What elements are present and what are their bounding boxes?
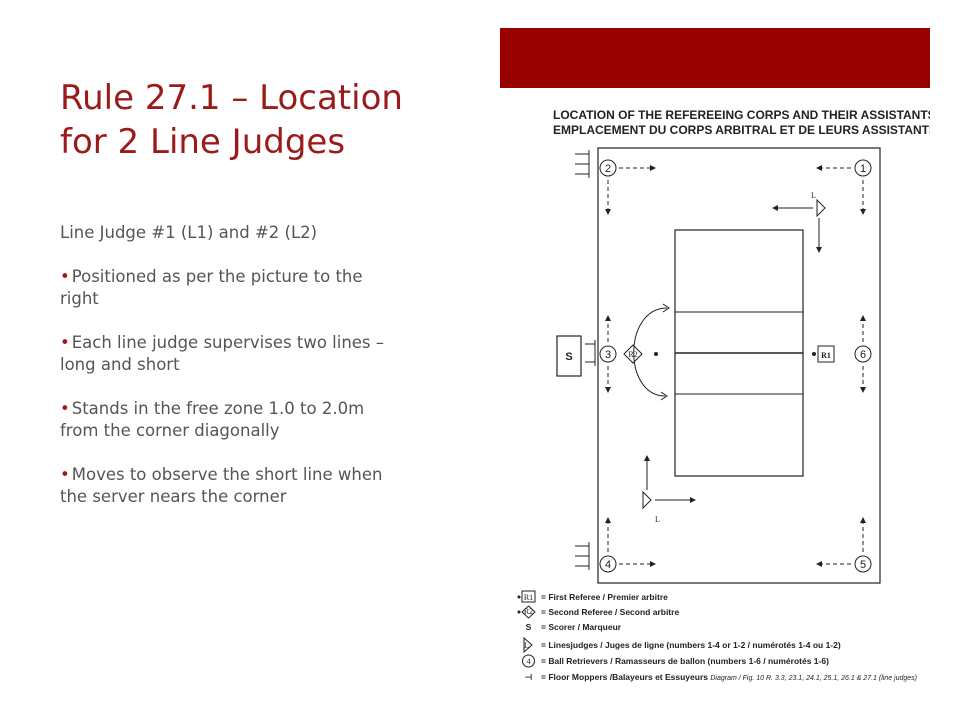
- legend-text: = Scorer / Marqueur: [541, 622, 622, 632]
- diagram-legend: R1 = First Referee / Premier arbitre R2 …: [517, 590, 841, 682]
- retriever-number: 5: [860, 559, 866, 571]
- bullet-icon: •: [60, 333, 70, 352]
- linejudge-top-icon: [816, 198, 826, 218]
- bullet-item: •Each line judge supervises two lines – …: [60, 332, 405, 376]
- arc-arrow-top-icon: [662, 303, 670, 313]
- bullet-text: Positioned as per the picture to the rig…: [60, 267, 363, 308]
- ball-retriever-5: 5: [854, 555, 872, 573]
- retriever-number: 1: [860, 163, 866, 175]
- scorer-mopper-icon: [585, 340, 596, 366]
- arc-arrow-bottom-icon: [660, 391, 668, 401]
- legend-item: R2 = Second Referee / Second arbitre: [517, 605, 679, 619]
- ball-retriever-3: 3: [599, 345, 617, 363]
- intro-text: Line Judge #1 (L1) and #2 (L2): [60, 223, 318, 242]
- bullet-text: Moves to observe the short line when the…: [60, 465, 383, 506]
- diagram-heading-fr: EMPLACEMENT DU CORPS ARBITRAL ET DE LEUR…: [553, 123, 930, 137]
- legend-symbol: ⊣: [525, 672, 533, 682]
- legend-symbol: R1: [524, 593, 533, 602]
- legend-symbol: S: [526, 622, 532, 632]
- bullet-text: Stands in the free zone 1.0 to 2.0m from…: [60, 399, 365, 440]
- diagram-caption: Diagram / Fig. 10 R. 3.3, 23.1, 24.1, 25…: [710, 675, 917, 682]
- retriever-number: 3: [605, 349, 611, 361]
- free-zone-boundary: [597, 147, 881, 584]
- legend-text: = Ball Retrievers / Ramasseurs de ballon…: [541, 656, 829, 666]
- slide-body: Line Judge #1 (L1) and #2 (L2) •Position…: [60, 222, 405, 530]
- legend-item: 4 = Ball Retrievers / Ramasseurs de ball…: [522, 654, 829, 668]
- diagram-svg: LOCATION OF THE REFEREEING CORPS AND THE…: [517, 108, 930, 682]
- ball-retriever-2: 2: [599, 159, 617, 177]
- first-referee-dot: [812, 352, 816, 356]
- retriever-number: 2: [605, 163, 611, 175]
- diagram-heading-en: LOCATION OF THE REFEREEING CORPS AND THE…: [553, 108, 930, 122]
- referee-location-diagram: LOCATION OF THE REFEREEING CORPS AND THE…: [505, 96, 930, 691]
- retriever-movement-arrows: [605, 165, 866, 567]
- bullet-icon: •: [60, 267, 70, 286]
- first-referee-label: R1: [821, 351, 831, 360]
- second-referee-icon: R2: [623, 344, 643, 364]
- bullet-item: •Positioned as per the picture to the ri…: [60, 266, 405, 310]
- legend-symbol: L: [524, 641, 529, 650]
- first-referee-icon: R1: [817, 345, 835, 363]
- bullet-icon: •: [60, 399, 70, 418]
- legend-text: = Linesjudges / Juges de ligne (numbers …: [541, 640, 841, 650]
- retriever-number: 6: [860, 349, 866, 361]
- legend-text: = First Referee / Premier arbitre: [541, 592, 668, 602]
- legend-item: S = Scorer / Marqueur: [526, 622, 622, 632]
- ball-retriever-6: 6: [854, 345, 872, 363]
- bullet-text: Each line judge supervises two lines – l…: [60, 333, 385, 374]
- header-accent-bar: [500, 28, 930, 88]
- linejudge-bottom-label: L: [655, 515, 660, 524]
- second-referee-dot: [654, 352, 658, 356]
- legend-symbol: 4: [527, 657, 531, 666]
- legend-symbol: R2: [524, 607, 533, 616]
- slide-title: Rule 27.1 – Location for 2 Line Judges: [60, 78, 403, 162]
- bullet-item: •Stands in the free zone 1.0 to 2.0m fro…: [60, 398, 405, 442]
- bullet-item: •Moves to observe the short line when th…: [60, 464, 405, 508]
- scorer-table: S: [556, 335, 582, 377]
- floor-mopper-bottom-icon: [575, 542, 590, 570]
- second-referee-movement-arc: [633, 307, 668, 397]
- retriever-number: 4: [605, 559, 611, 571]
- legend-text: = Second Referee / Second arbitre: [541, 607, 679, 617]
- linejudge-bottom-icon: [642, 490, 652, 510]
- linejudge-top-label: L: [811, 191, 816, 200]
- legend-item: ⊣ = Floor Moppers /Balayeurs et Essuyeur…: [525, 672, 708, 682]
- ball-retriever-1: 1: [854, 159, 872, 177]
- scorer-label: S: [565, 351, 572, 363]
- floor-mopper-top-icon: [575, 150, 590, 178]
- legend-text: = Floor Moppers /Balayeurs et Essuyeurs: [541, 672, 708, 682]
- bullet-icon: •: [60, 465, 70, 484]
- legend-item: L = Linesjudges / Juges de ligne (number…: [523, 636, 841, 654]
- second-referee-label: R2: [628, 350, 637, 359]
- legend-item: R1 = First Referee / Premier arbitre: [517, 590, 668, 603]
- ball-retriever-4: 4: [599, 555, 617, 573]
